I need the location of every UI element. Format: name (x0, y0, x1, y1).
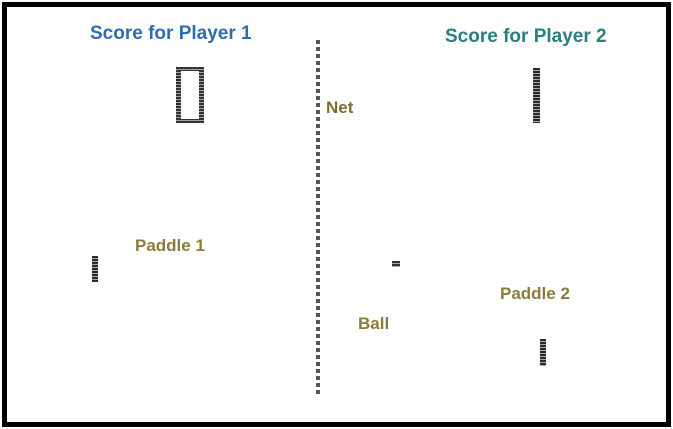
score-player-2-digit-1 (533, 68, 540, 123)
score-label-player-1: Score for Player 1 (90, 23, 252, 44)
net-label: Net (326, 98, 354, 117)
ball-label: Ball (358, 314, 390, 333)
net (316, 40, 320, 397)
paddle-2-label: Paddle 2 (500, 284, 570, 303)
ball (392, 261, 400, 267)
paddle-2 (540, 339, 546, 366)
score-player-1-digit-0 (176, 67, 204, 123)
score-label-player-2: Score for Player 2 (445, 26, 607, 47)
paddle-1 (92, 256, 98, 282)
paddle-1-label: Paddle 1 (135, 236, 205, 255)
